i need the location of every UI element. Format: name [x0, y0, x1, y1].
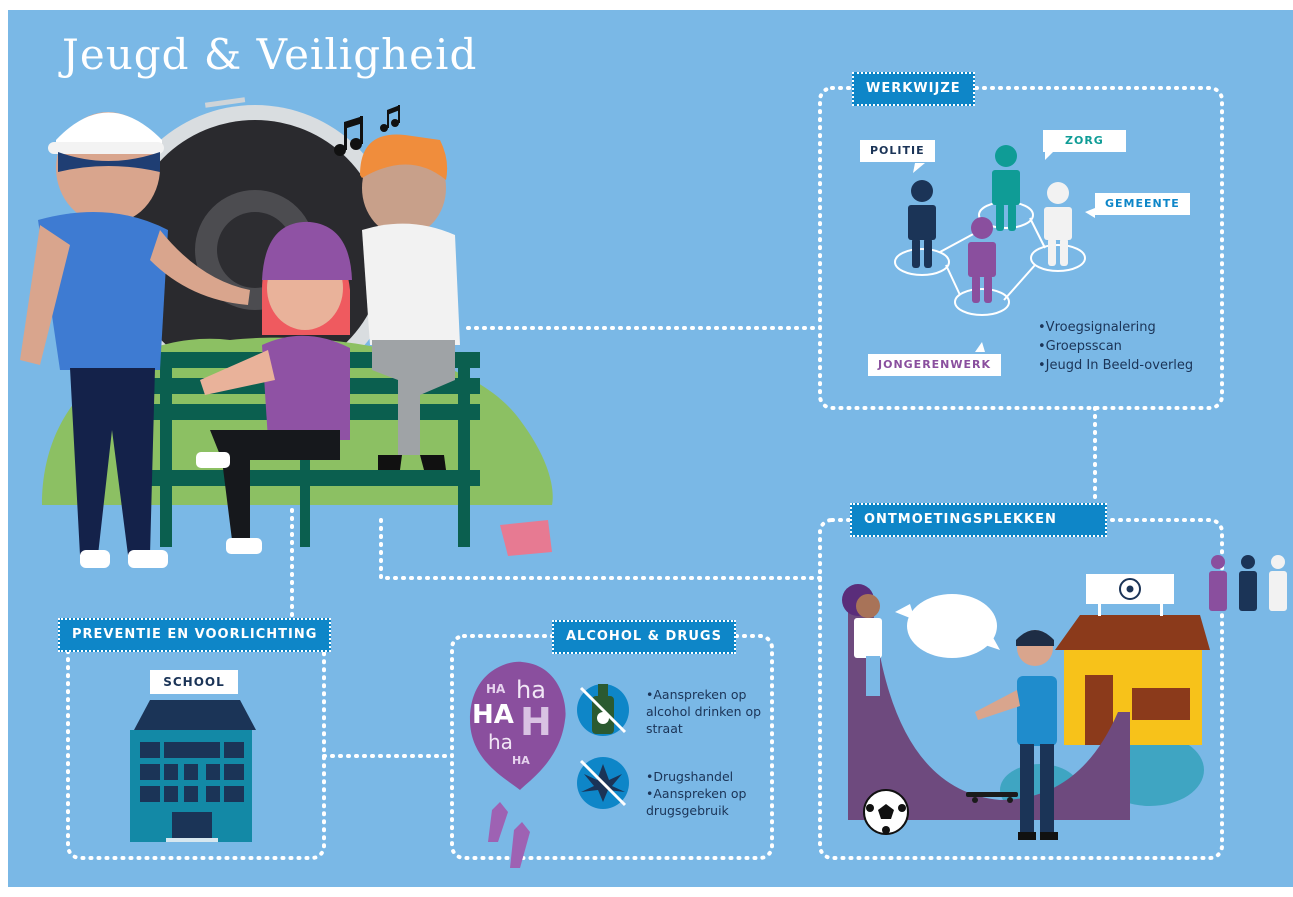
list-item: Groepsscan	[1038, 337, 1193, 356]
skateboard	[966, 792, 1018, 803]
alcohol-list: Aanspreken op alcohol drinken op straat	[646, 686, 768, 737]
ontmoetingsplekken-frame	[818, 518, 1224, 860]
jongerenwerk-tag: JONGERENWERK	[868, 354, 1002, 376]
balloon-word: HA	[486, 682, 506, 696]
person-jongerenwerk	[968, 217, 996, 303]
cannabis-leaf-icon	[577, 757, 629, 809]
alcohol-label: ALCOHOL & DRUGS	[552, 620, 736, 654]
page-title: Jeugd & Veiligheid	[62, 30, 478, 79]
list-item: Aanspreken op drugsgebruik	[646, 785, 768, 819]
balloon-word: HA	[472, 700, 514, 730]
balloon-word: HA	[512, 754, 530, 767]
list-item: Aanspreken op alcohol drinken op straat	[646, 686, 768, 737]
football-icon	[863, 789, 909, 835]
dotted-connectors	[66, 86, 1224, 860]
litter-icon	[500, 520, 552, 556]
ontmoetingsplekken-label: ONTMOETINGSPLEKKEN	[850, 503, 1107, 537]
zorg-tag: ZORG	[1043, 130, 1126, 152]
balloon-word: H	[520, 700, 552, 744]
preventie-label: PREVENTIE EN VOORLICHTING	[58, 618, 332, 652]
balloon-icon	[470, 661, 566, 868]
school-sign: SCHOOL	[163, 675, 225, 689]
list-item: Vroegsignalering	[1038, 318, 1193, 337]
person-politie	[908, 180, 936, 268]
man-with-beard	[975, 630, 1058, 840]
school-building	[130, 670, 256, 842]
music-notes-icon	[334, 105, 400, 156]
werkwijze-list: Vroegsignalering Groepsscan Jeugd In Bee…	[1038, 318, 1193, 375]
werkwijze-label: WERKWIJZE	[852, 72, 975, 106]
list-item: Jeugd In Beeld-overleg	[1038, 356, 1193, 375]
drug-list: Drugshandel Aanspreken op drugsgebruik	[646, 768, 768, 819]
person-gemeente	[1044, 182, 1072, 266]
person-zorg	[992, 145, 1020, 231]
boy-with-cap	[20, 112, 250, 568]
balloon-word: ha	[516, 676, 546, 704]
list-item: Drugshandel	[646, 768, 768, 785]
werkwijze-frame	[818, 86, 1224, 410]
girl-purple-beanie	[196, 221, 352, 554]
bottle-icon	[577, 684, 629, 736]
preventie-frame	[66, 634, 326, 860]
werkwijze-network	[894, 145, 1095, 352]
football-icon	[1119, 578, 1141, 600]
alcohol-frame	[450, 634, 774, 860]
ontmoetingsplekken-scene	[842, 555, 1287, 840]
politie-tag: POLITIE	[860, 140, 935, 162]
connector-ontmoeting	[379, 518, 822, 580]
three-people-icon	[1209, 555, 1287, 611]
girl-on-ramp	[842, 584, 882, 696]
speech-bubble	[895, 594, 1000, 658]
balloon-word: ha	[488, 730, 513, 754]
gemeente-tag: GEMEENTE	[1095, 193, 1190, 215]
boy-orange-hair	[360, 134, 460, 470]
